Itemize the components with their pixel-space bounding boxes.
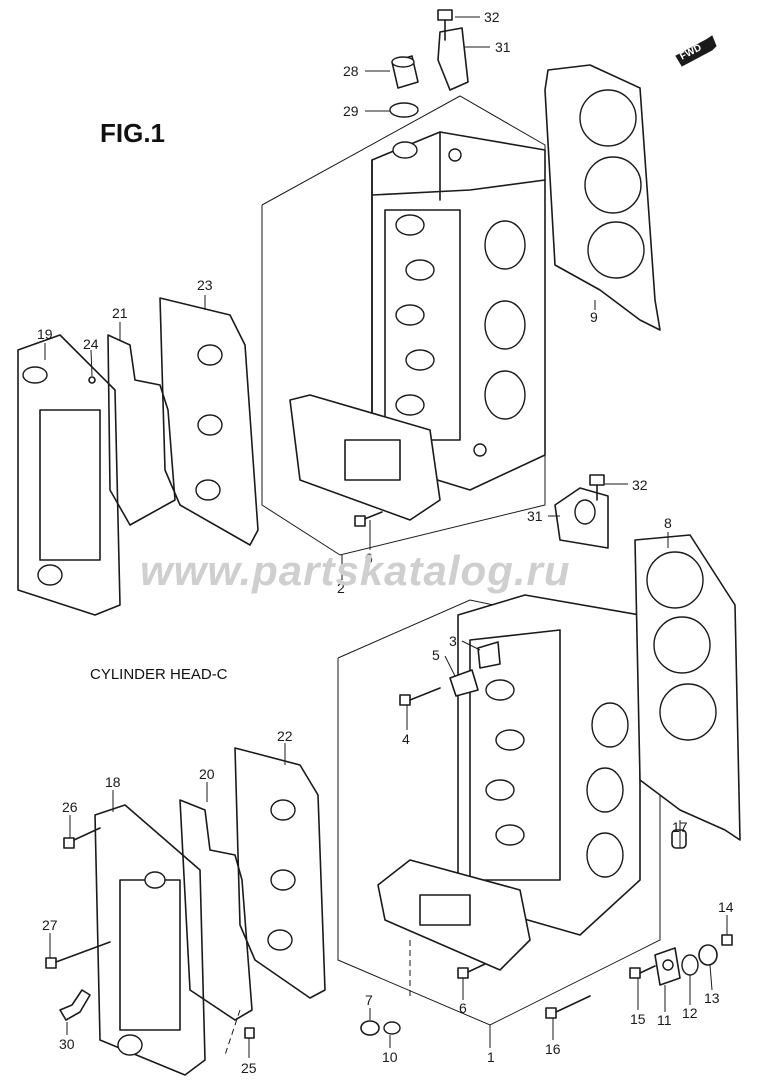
lower-head-cover-18 — [94, 804, 206, 1076]
callout-14: 14 — [718, 899, 734, 915]
plate-5 — [449, 669, 479, 697]
callout-29: 29 — [343, 103, 359, 119]
callout-28: 28 — [343, 63, 359, 79]
bolt-32-middle — [589, 474, 605, 501]
callout-21: 21 — [112, 305, 128, 321]
callout-4: 4 — [402, 731, 410, 747]
callout-13: 13 — [704, 990, 720, 1006]
callout-23: 23 — [197, 277, 213, 293]
sensor-3 — [477, 641, 501, 669]
callout-3: 3 — [449, 633, 457, 649]
callout-5: 5 — [432, 647, 440, 663]
callout-32-upper: 32 — [484, 9, 500, 25]
upper-head-cover-19 — [17, 334, 121, 616]
callout-26: 26 — [62, 799, 78, 815]
callout-1: 1 — [487, 1049, 495, 1065]
bracket-31-middle — [554, 487, 609, 549]
callout-19: 19 — [37, 326, 53, 342]
upper-cylinder-head — [289, 131, 546, 521]
figure-title: FIG.1 — [100, 118, 165, 148]
callout-24: 24 — [83, 336, 99, 352]
callout-16: 16 — [545, 1041, 561, 1057]
oil-filler-cap — [391, 55, 419, 89]
rubber-gasket-23 — [159, 297, 259, 546]
callout-18: 18 — [105, 774, 121, 790]
bolt-14 — [721, 934, 733, 946]
watermark: www.partskatalog.ru — [140, 547, 571, 594]
bolt-6-upper — [354, 511, 383, 527]
cover-11 — [654, 947, 681, 986]
sensor-30 — [59, 989, 91, 1021]
bolt-16 — [545, 995, 591, 1019]
callout-20: 20 — [199, 766, 215, 782]
callout-7: 7 — [365, 992, 373, 1008]
o-ring-29 — [389, 102, 419, 118]
callout-labels: 1 2 3 4 5 6 6 7 8 9 10 11 12 13 14 15 16… — [37, 9, 734, 1076]
callout-31-middle: 31 — [527, 508, 543, 524]
callout-25: 25 — [241, 1060, 257, 1076]
bolt-27 — [45, 941, 111, 969]
bolt-6-lower — [457, 963, 486, 979]
bolt-15 — [629, 965, 656, 979]
callout-12: 12 — [682, 1005, 698, 1021]
cap-13 — [698, 944, 718, 966]
forward-direction-badge: FWD — [675, 35, 717, 67]
dowel-pin-17 — [671, 829, 687, 849]
leader-lines — [44, 16, 728, 1058]
lower-assembly-outline — [337, 599, 661, 1026]
gasket-plate-20 — [179, 799, 253, 1021]
callout-9: 9 — [590, 309, 598, 325]
callout-22: 22 — [277, 728, 293, 744]
o-ring-12 — [681, 954, 699, 976]
callout-8: 8 — [664, 515, 672, 531]
bolt-32-upper — [437, 9, 453, 41]
callout-11: 11 — [657, 1012, 672, 1028]
pin-24 — [88, 376, 96, 384]
callout-10: 10 — [382, 1049, 398, 1065]
callout-2: 2 — [337, 580, 345, 596]
callout-6-lower: 6 — [459, 1000, 467, 1016]
bolt-4 — [399, 687, 441, 706]
plug-7 — [360, 1020, 380, 1036]
callout-17: 17 — [672, 819, 688, 835]
upper-head-gasket — [544, 64, 661, 331]
bolt-25 — [244, 1027, 255, 1039]
upper-assembly-outline — [261, 95, 546, 556]
lower-head-gasket — [634, 534, 741, 841]
lower-cylinder-head — [377, 594, 641, 971]
callout-30: 30 — [59, 1036, 75, 1052]
rubber-gasket-22 — [234, 747, 326, 999]
gasket-plate-21 — [107, 334, 176, 526]
section-label: CYLINDER HEAD-C — [90, 666, 228, 683]
bolt-26 — [63, 827, 101, 849]
bracket-31-upper — [437, 27, 469, 91]
callout-15: 15 — [630, 1011, 646, 1027]
callout-32-middle: 32 — [632, 477, 648, 493]
washer-10 — [383, 1021, 401, 1035]
callout-31-upper: 31 — [495, 39, 511, 55]
callout-27: 27 — [42, 917, 58, 933]
callout-6-upper: 6 — [365, 550, 373, 566]
